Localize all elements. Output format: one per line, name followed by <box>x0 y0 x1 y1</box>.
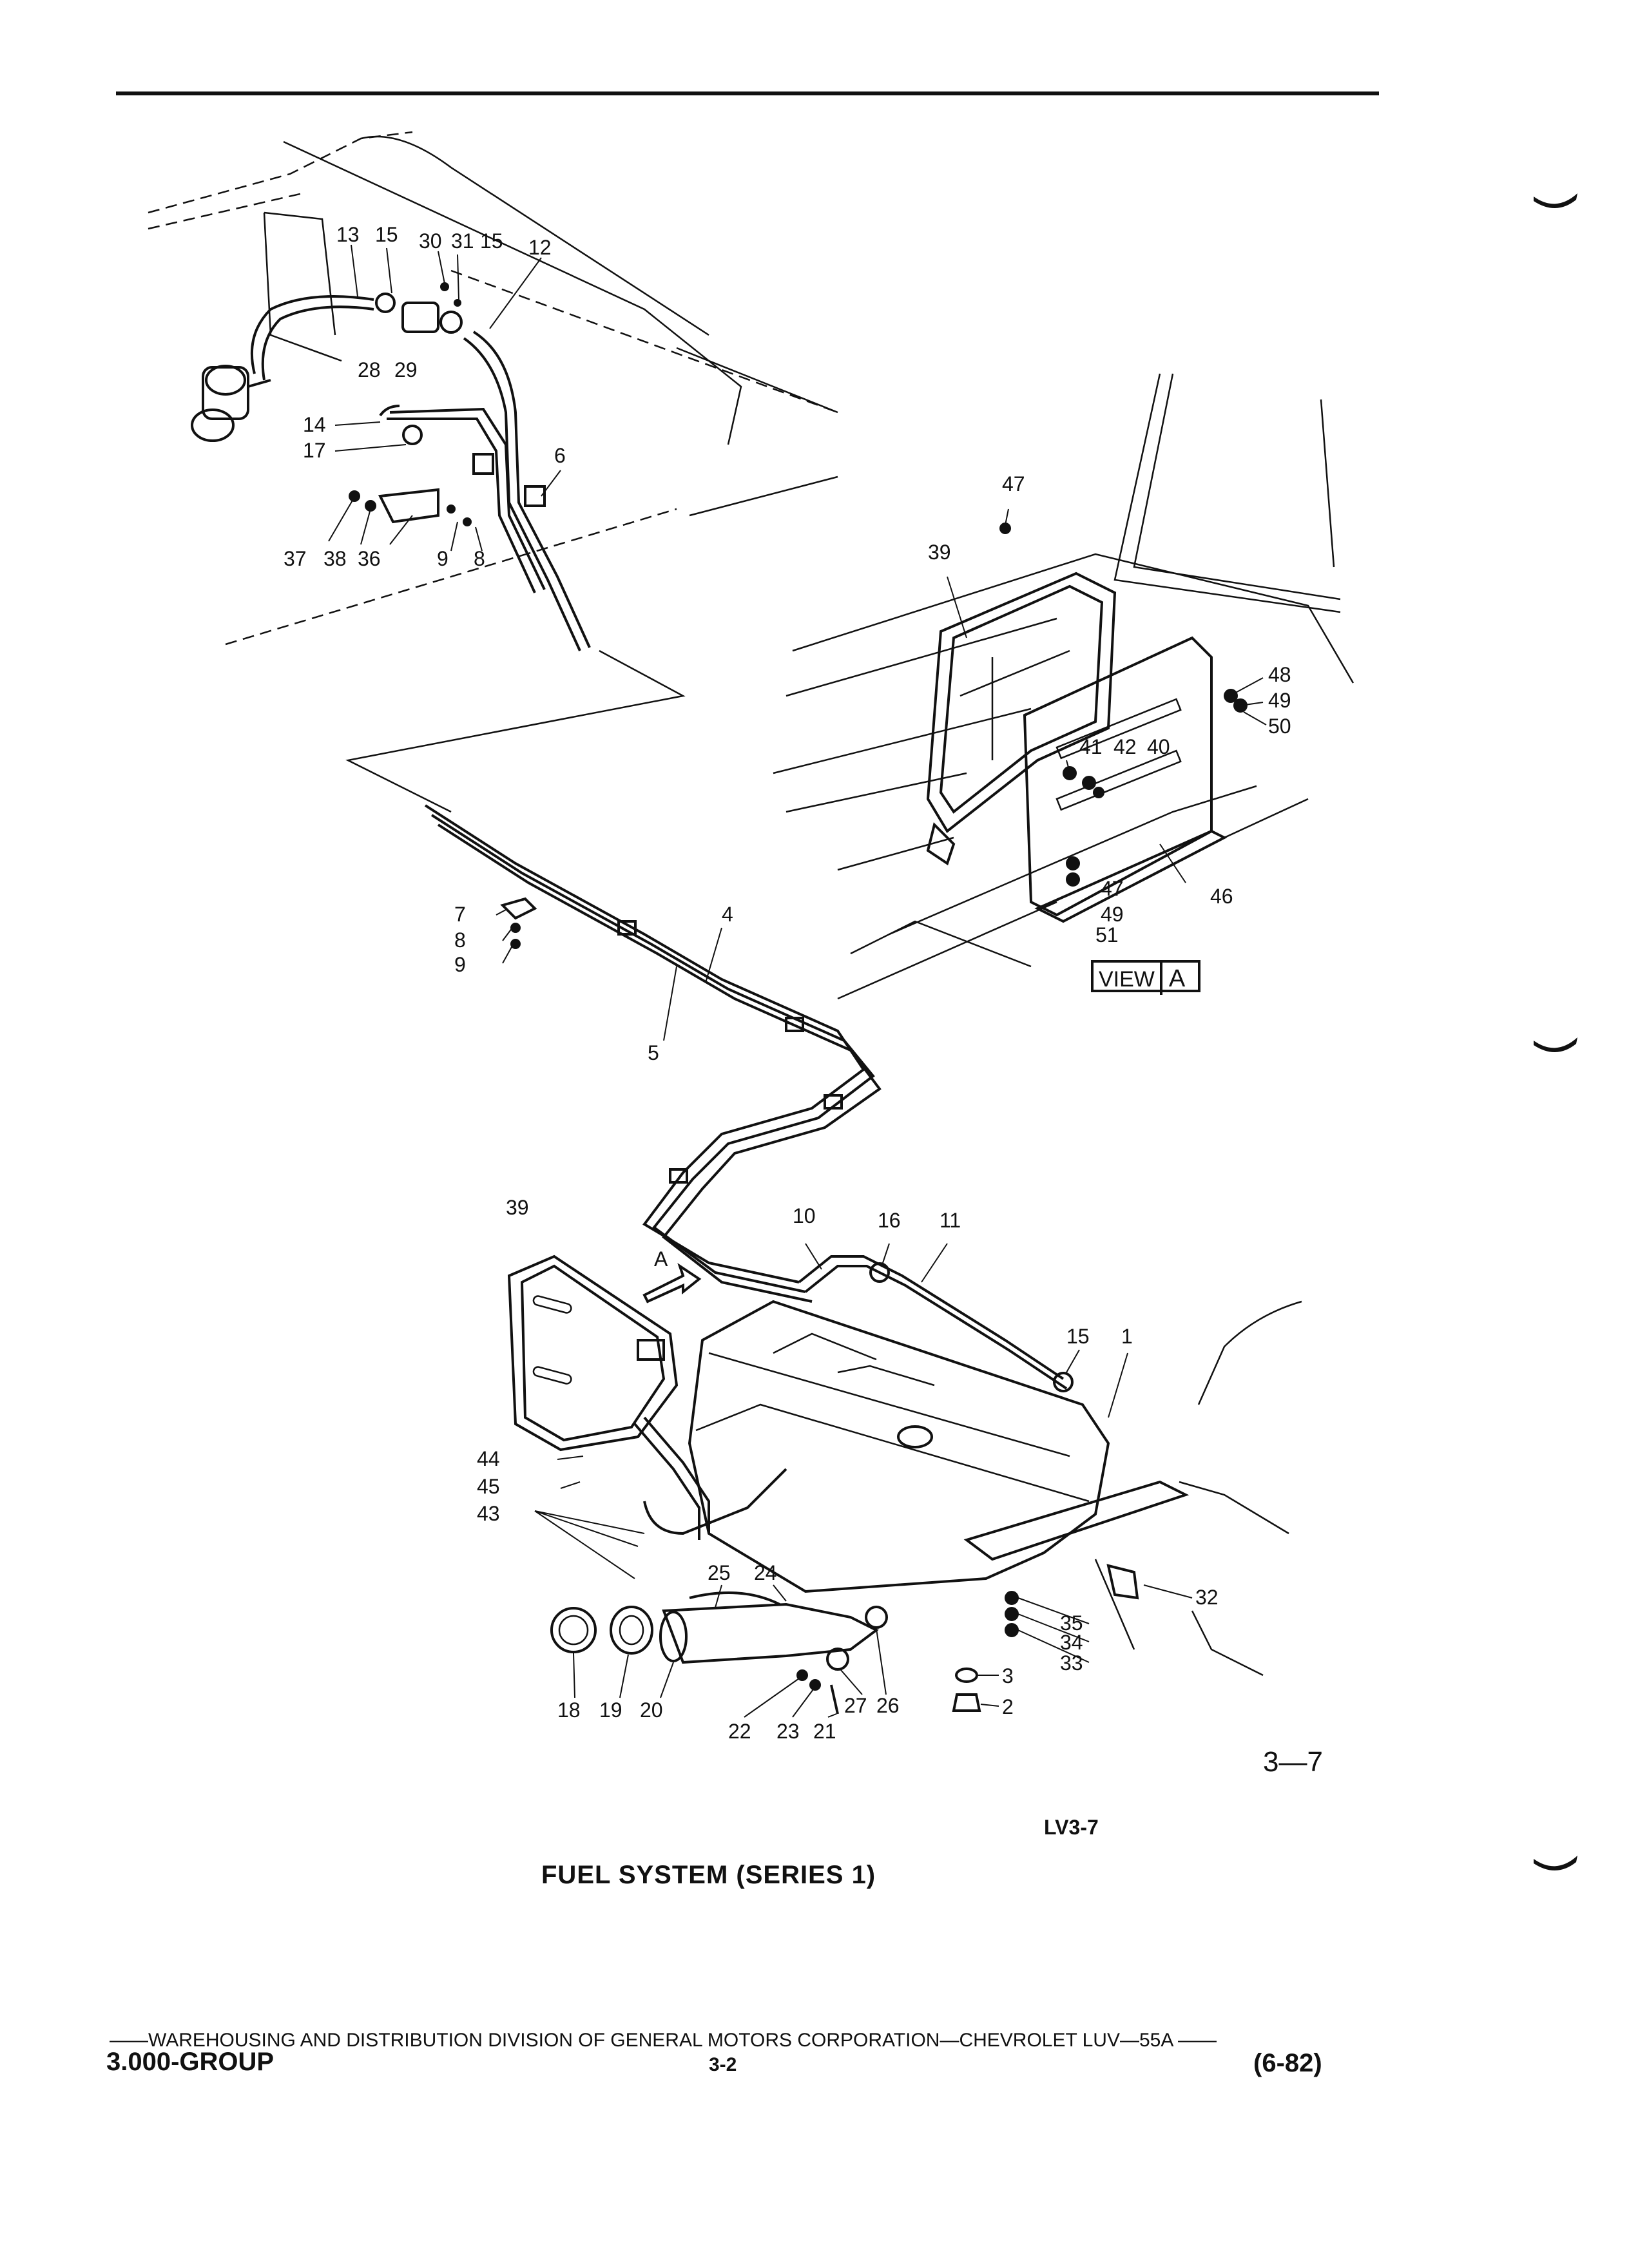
tank-strap-and-hardware <box>952 1300 1302 1712</box>
callout-8: 8 <box>474 547 485 570</box>
callout-9: 9 <box>437 547 448 570</box>
callout-7: 7 <box>454 903 466 926</box>
callout-38: 38 <box>323 547 347 570</box>
callout-39: 39 <box>928 541 951 564</box>
callout-41: 41 <box>1079 735 1103 758</box>
callout-15: 15 <box>375 223 398 246</box>
callout-13: 13 <box>336 223 360 246</box>
fuel-lines-4-5 <box>424 804 882 1303</box>
callout-31: 31 <box>451 229 474 253</box>
callout-17: 17 <box>303 439 326 462</box>
clip-7 <box>500 897 537 949</box>
view-a-compartment <box>773 373 1354 1000</box>
callout-34: 34 <box>1060 1631 1083 1654</box>
callout-14: 14 <box>303 413 326 436</box>
arrow-letter-a: A <box>654 1247 668 1271</box>
callout-28: 28 <box>358 358 381 381</box>
callout-45: 45 <box>477 1475 500 1498</box>
callout-51: 51 <box>1095 923 1119 947</box>
callout-49: 49 <box>1101 903 1124 926</box>
direction-arrow-a <box>642 1263 702 1303</box>
callout-19: 19 <box>599 1698 622 1722</box>
callout-27: 27 <box>844 1694 867 1717</box>
callout-29: 29 <box>394 358 418 381</box>
callout-37: 37 <box>284 547 307 570</box>
break-line-upper <box>345 649 686 813</box>
callout-39: 39 <box>506 1196 529 1219</box>
callout-40: 40 <box>1147 735 1170 758</box>
callout-24: 24 <box>754 1561 777 1584</box>
callout-47: 47 <box>1101 877 1124 900</box>
footer-group: 3.000-GROUP <box>106 2048 275 2076</box>
callout-15: 15 <box>480 229 503 253</box>
callout-25: 25 <box>708 1561 731 1584</box>
callout-47: 47 <box>1002 472 1025 495</box>
engine-bay-outline <box>148 131 838 646</box>
callout-46: 46 <box>1210 885 1233 908</box>
callout-4: 4 <box>722 903 733 926</box>
margin-binding-mark <box>1534 1037 1577 1053</box>
footer-distribution-line: ——WAREHOUSING AND DISTRIBUTION DIVISION … <box>110 2030 1217 2051</box>
callout-35: 35 <box>1060 1611 1083 1635</box>
callout-numbers: 13 15 30 31 15 12 28 29 14 17 6 37 38 36… <box>284 223 1291 1743</box>
callout-26: 26 <box>876 1694 900 1717</box>
callout-30: 30 <box>419 229 442 253</box>
callout-50: 50 <box>1268 715 1291 738</box>
fuel-line-12 <box>379 331 591 651</box>
figure-code: 3—7 <box>1263 1746 1323 1778</box>
margin-binding-mark <box>1534 193 1577 209</box>
filter-and-bracket <box>375 282 463 334</box>
callout-1: 1 <box>1121 1325 1133 1348</box>
view-label-text: VIEW <box>1099 967 1155 992</box>
figure-caption: FUEL SYSTEM (SERIES 1) <box>541 1861 876 1889</box>
top-rule <box>116 91 1379 95</box>
view-label-letter: A <box>1159 963 1185 995</box>
callout-43: 43 <box>477 1502 500 1525</box>
callout-36: 36 <box>358 547 381 570</box>
callout-12: 12 <box>528 236 552 259</box>
callout-5: 5 <box>648 1041 659 1064</box>
callout-21: 21 <box>813 1720 836 1743</box>
callout-32: 32 <box>1195 1586 1219 1609</box>
callout-23: 23 <box>776 1720 800 1743</box>
callout-20: 20 <box>640 1698 663 1722</box>
callout-22: 22 <box>728 1720 751 1743</box>
callout-9: 9 <box>454 953 466 976</box>
callout-44: 44 <box>477 1447 500 1470</box>
filler-neck-assembly <box>550 1591 888 1715</box>
callout-49: 49 <box>1268 689 1291 712</box>
callout-48: 48 <box>1268 663 1291 686</box>
fuel-pump <box>191 365 271 442</box>
canister-bracket-39-view-a <box>926 572 1117 833</box>
callout-33: 33 <box>1060 1651 1083 1675</box>
leader-lines <box>328 244 1267 1718</box>
canister-39 <box>507 1254 679 1452</box>
callout-10: 10 <box>793 1204 816 1227</box>
callout-16: 16 <box>878 1209 901 1232</box>
footer-date: (6-82) <box>1253 2049 1322 2077</box>
margin-binding-mark <box>1534 1856 1577 1871</box>
callout-11: 11 <box>940 1209 961 1232</box>
tank-vent-lines-10-11 <box>633 1255 1074 1540</box>
footer-page-number: 3-2 <box>709 2054 737 2075</box>
fuel-hose-13 <box>250 295 374 381</box>
fuel-tank-1 <box>688 1300 1110 1593</box>
callout-2: 2 <box>1002 1695 1014 1718</box>
callout-42: 42 <box>1113 735 1137 758</box>
callout-18: 18 <box>557 1698 581 1722</box>
plate-code: LV3-7 <box>1044 1816 1099 1839</box>
callout-15: 15 <box>1066 1325 1090 1348</box>
callout-8: 8 <box>454 928 466 952</box>
callout-6: 6 <box>554 444 566 467</box>
callout-3: 3 <box>1002 1664 1014 1687</box>
